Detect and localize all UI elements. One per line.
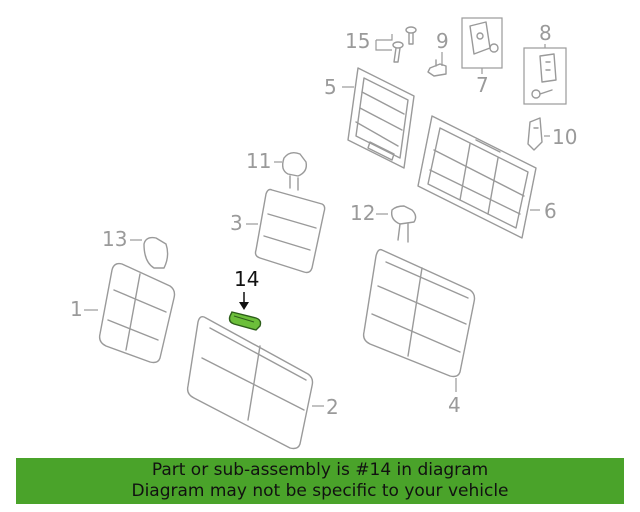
part-13-headrest bbox=[143, 236, 169, 269]
part-10-bracket bbox=[527, 117, 543, 151]
callout-13: 13 bbox=[102, 227, 127, 251]
parts-diagram: 15 9 7 8 10 5 6 bbox=[70, 17, 577, 450]
part-15-fasteners bbox=[375, 26, 417, 63]
callout-4: 4 bbox=[448, 393, 461, 417]
part-9-clip bbox=[427, 59, 447, 77]
callout-15: 15 bbox=[345, 29, 370, 53]
info-banner: Part or sub-assembly is #14 in diagram D… bbox=[16, 458, 624, 504]
callout-2: 2 bbox=[326, 395, 339, 419]
callout-3: 3 bbox=[230, 211, 243, 235]
callout-8: 8 bbox=[539, 21, 552, 45]
part-12-headrest bbox=[390, 205, 417, 243]
part-6-frame bbox=[417, 115, 537, 239]
callout-6: 6 bbox=[544, 199, 557, 223]
callout-11: 11 bbox=[246, 149, 271, 173]
part-7-box bbox=[461, 17, 503, 69]
callout-5: 5 bbox=[324, 75, 337, 99]
part-1-seatback bbox=[98, 262, 176, 364]
part-8-latch bbox=[531, 53, 557, 99]
part-2-cushion bbox=[186, 315, 314, 450]
callout-7: 7 bbox=[476, 73, 489, 97]
banner-line-1: Part or sub-assembly is #14 in diagram bbox=[151, 460, 489, 480]
part-11-headrest bbox=[281, 151, 308, 191]
part-4-seatback bbox=[362, 248, 476, 378]
part-8-box bbox=[523, 47, 567, 105]
part-7-hinge bbox=[469, 21, 499, 55]
part-5-frame bbox=[347, 67, 415, 169]
part-14-armrest[interactable] bbox=[228, 311, 262, 331]
part-3-seatback bbox=[254, 188, 326, 274]
callout-9: 9 bbox=[436, 29, 449, 53]
callout-12: 12 bbox=[350, 201, 375, 225]
banner-line-2: Diagram may not be specific to your vehi… bbox=[131, 481, 509, 501]
callout-14-arrowhead bbox=[239, 302, 249, 310]
callout-10: 10 bbox=[552, 125, 577, 149]
callout-14: 14 bbox=[234, 267, 259, 291]
callout-1: 1 bbox=[70, 297, 83, 321]
